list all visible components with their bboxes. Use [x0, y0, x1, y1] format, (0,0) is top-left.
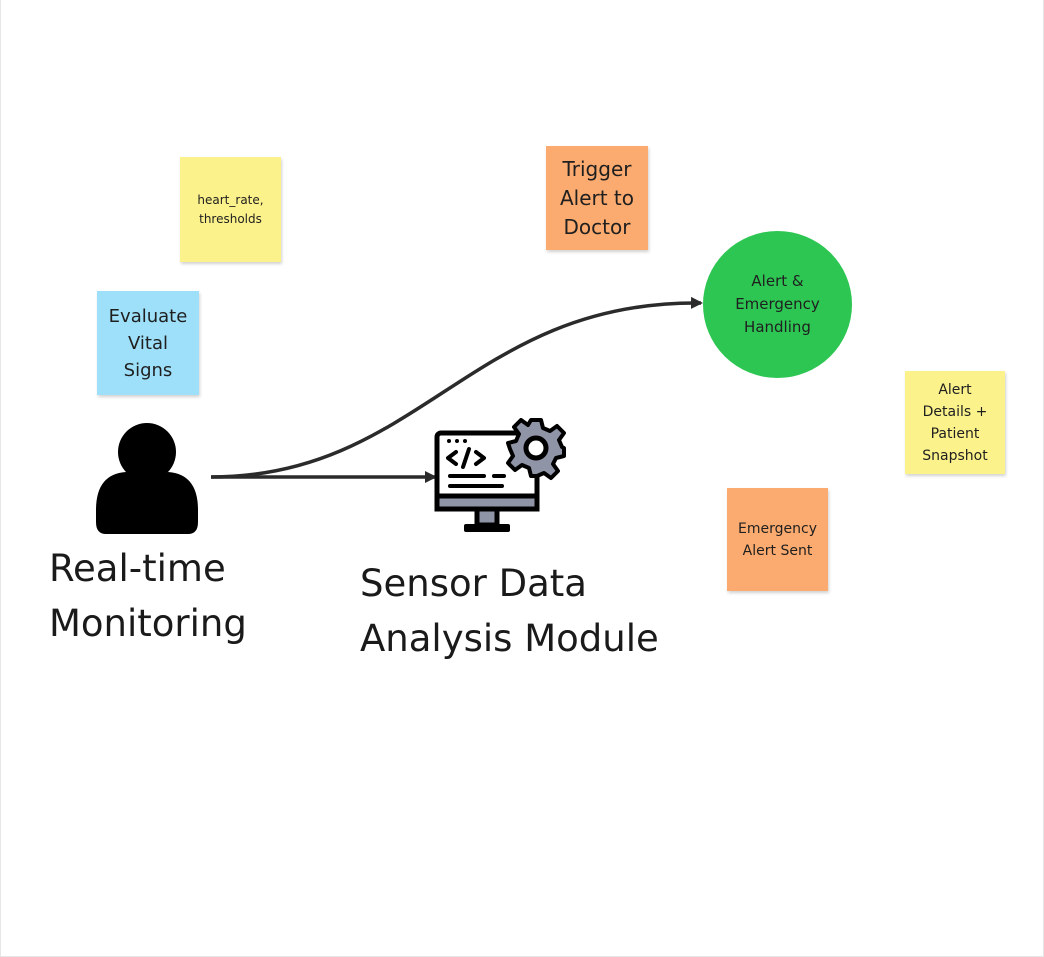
sticky-alert-details-text: Alert Details + Patient Snapshot [922, 381, 988, 464]
connector-monitoring-to-alert-handling[interactable] [210, 296, 703, 479]
sticky-trigger-text: Trigger Alert to Doctor [559, 156, 635, 239]
alert-handling-label: Alert & Emergency Handling [735, 272, 820, 336]
sticky-evaluate-text: Evaluate Vital Signs [108, 305, 188, 381]
sticky-alert-details[interactable]: Alert Details + Patient Snapshot [905, 371, 1005, 474]
sticky-heart-rate-thresholds[interactable]: heart_rate, thresholds [180, 157, 281, 262]
sticky-evaluate-vital-signs[interactable]: Evaluate Vital Signs [97, 291, 199, 395]
sticky-emergency-text: Emergency Alert Sent [738, 520, 817, 559]
sticky-trigger-alert[interactable]: Trigger Alert to Doctor [546, 146, 648, 250]
sticky-heart-rate-text: heart_rate, thresholds [197, 192, 264, 226]
sticky-emergency-alert-sent[interactable]: Emergency Alert Sent [727, 488, 828, 591]
computer-settings-icon [434, 418, 566, 532]
monitoring-label: Real-time Monitoring [49, 547, 247, 645]
person-icon [96, 423, 198, 534]
sensor-module-label: Sensor Data Analysis Module [360, 562, 659, 660]
alert-handling-node[interactable]: Alert & Emergency Handling [703, 231, 852, 378]
